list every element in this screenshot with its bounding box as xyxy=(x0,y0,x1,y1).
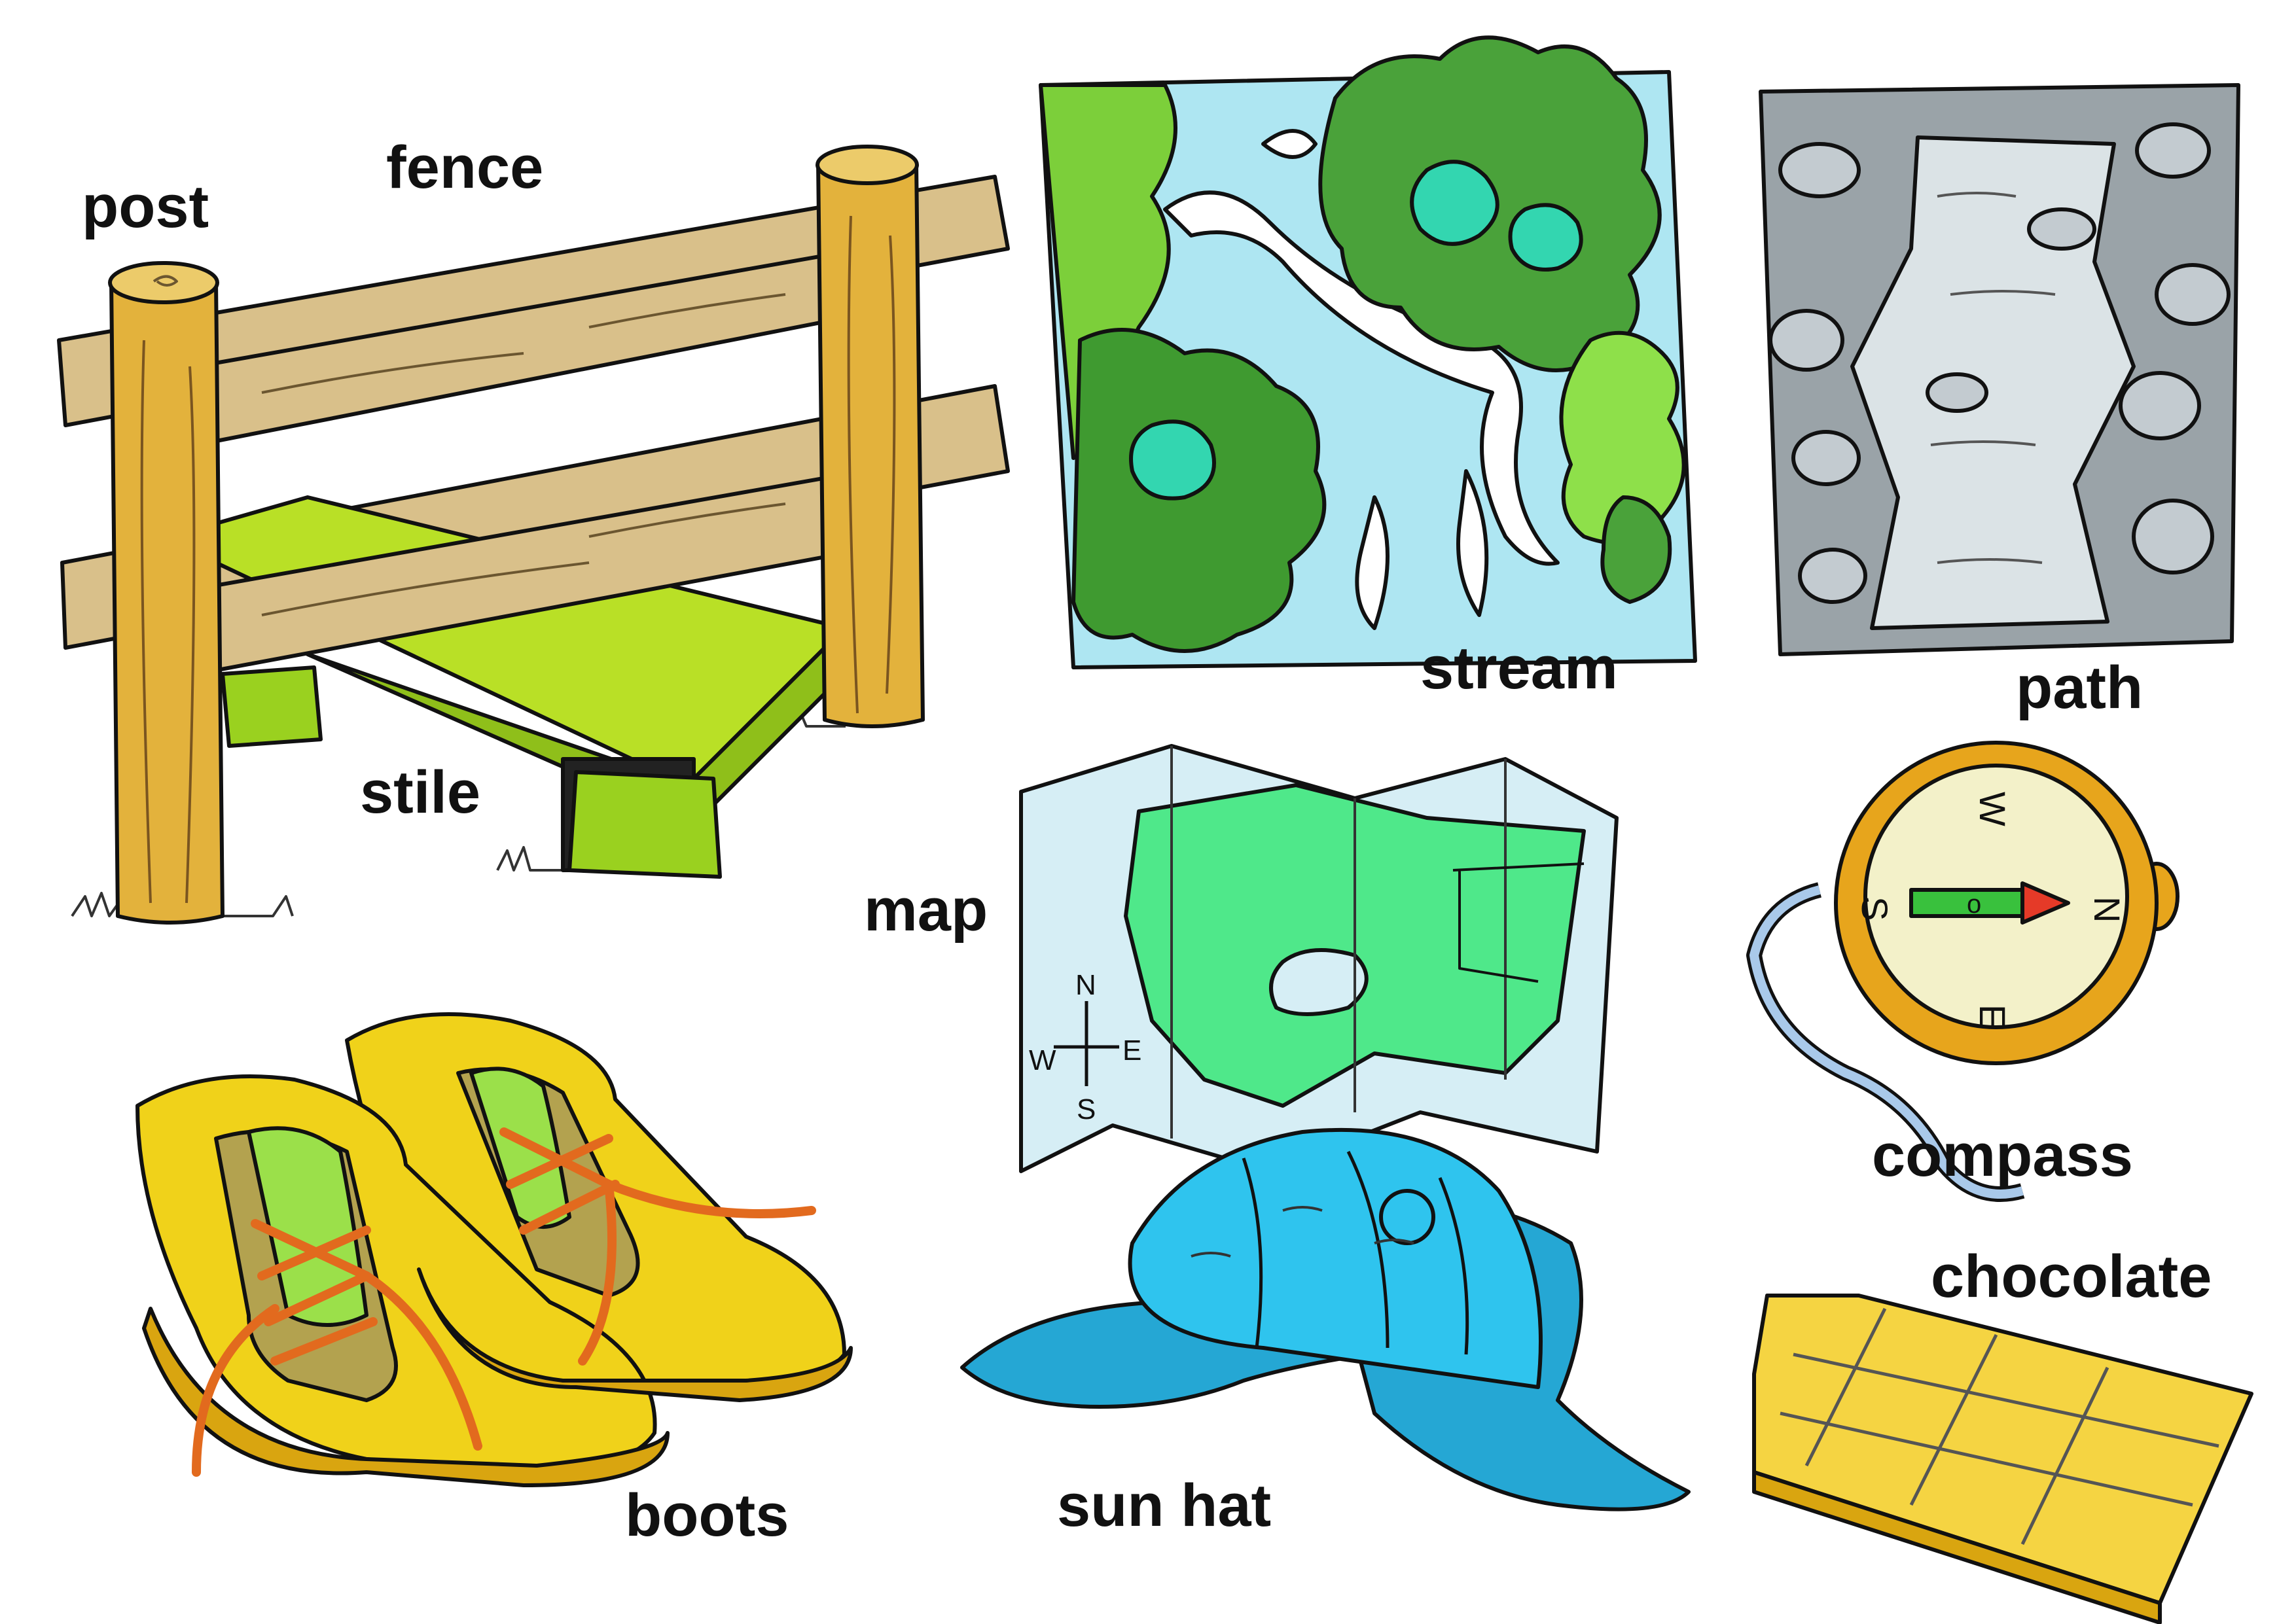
compass-n: N xyxy=(2087,896,2128,923)
compass-needle-o: o xyxy=(1967,890,1981,919)
chocolate-illustration xyxy=(1752,1294,2253,1624)
label-sun-hat: sun hat xyxy=(1057,1472,1272,1539)
map-compass-s: S xyxy=(1077,1093,1096,1125)
compass-illustration: o N S W E xyxy=(1746,741,2179,1202)
stream-illustration xyxy=(1039,35,1697,669)
compass-e: E xyxy=(1972,1004,2013,1029)
map-compass-w: W xyxy=(1029,1044,1056,1076)
compass-w: W xyxy=(1972,792,2013,826)
fence-illustration xyxy=(57,145,1010,925)
label-boots: boots xyxy=(625,1482,789,1549)
sun-hat-illustration xyxy=(960,1127,1691,1511)
label-chocolate: chocolate xyxy=(1931,1243,2212,1310)
boots-illustration xyxy=(135,1012,853,1487)
label-compass: compass xyxy=(1872,1122,2133,1189)
map-illustration: N W E S xyxy=(1019,744,1619,1173)
label-stream: stream xyxy=(1420,635,1618,701)
label-path: path xyxy=(2016,654,2144,721)
label-post: post xyxy=(82,173,209,240)
path-illustration xyxy=(1759,83,2240,656)
label-stile: stile xyxy=(360,759,481,826)
compass-s: S xyxy=(1854,896,1895,921)
map-compass-e: E xyxy=(1122,1034,1141,1067)
label-map: map xyxy=(864,877,988,944)
label-fence: fence xyxy=(386,134,544,201)
map-compass-n: N xyxy=(1075,969,1096,1001)
